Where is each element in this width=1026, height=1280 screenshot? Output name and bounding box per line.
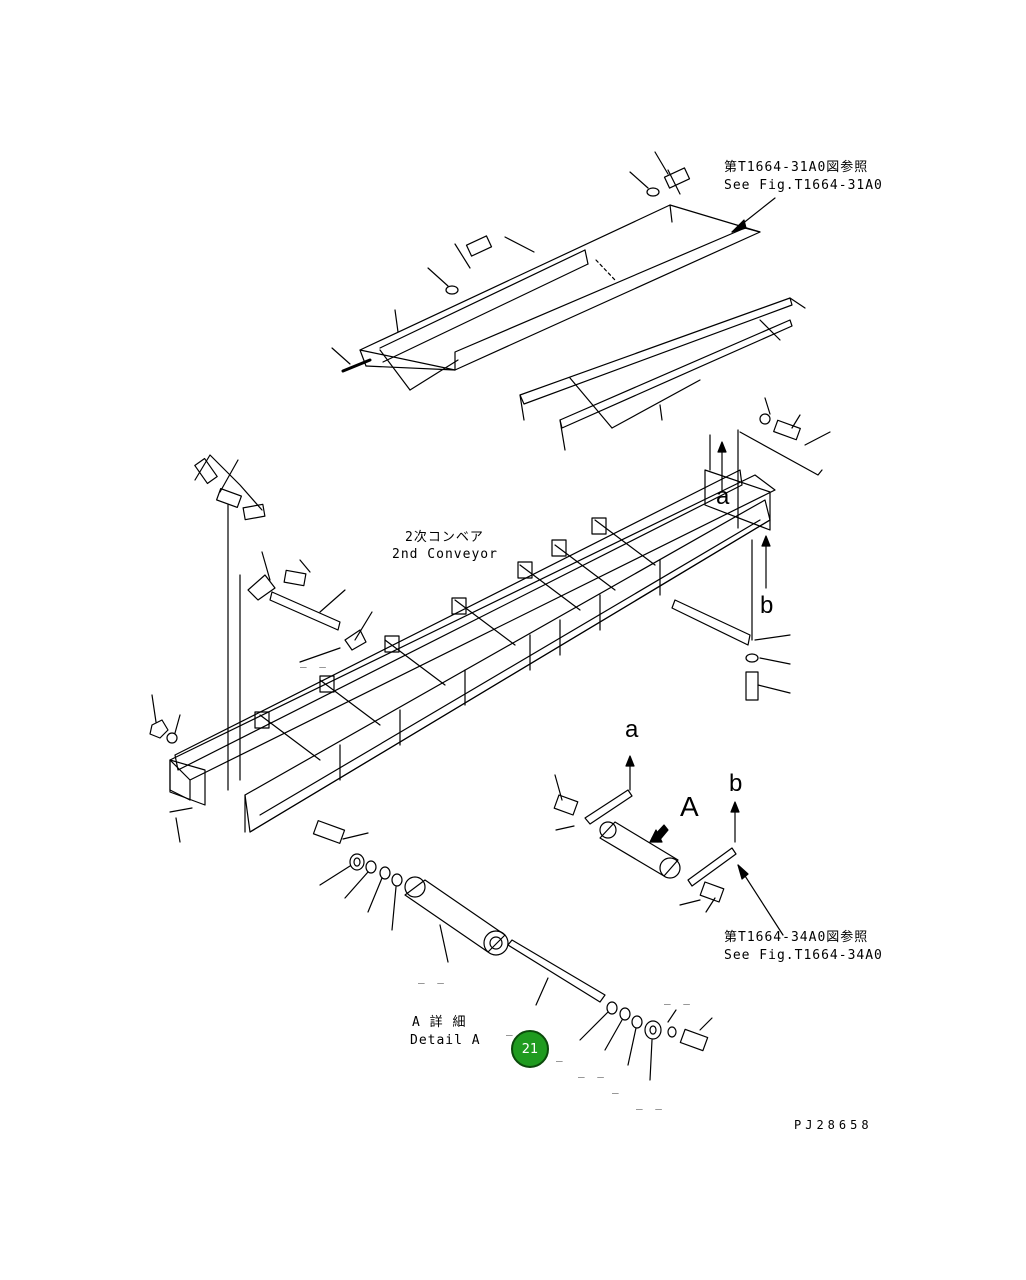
ref-bottom-en: See Fig.T1664-34A0: [724, 948, 883, 963]
washer-icon: [606, 1001, 618, 1015]
callout-badge-21[interactable]: 21: [511, 1030, 549, 1068]
dash-mark: _ _: [300, 655, 329, 668]
detail-label-jp: A 詳 細: [412, 1015, 467, 1030]
bolt-icon: [699, 881, 725, 903]
dash-mark: _ _: [578, 1065, 607, 1078]
bolt-icon: [553, 794, 579, 816]
main-conveyor-frame: [149, 397, 831, 843]
washer-icon: [166, 732, 178, 744]
washer-icon: [379, 866, 391, 880]
side-skirt-rails: [519, 297, 806, 451]
dash-mark: _ _: [636, 1097, 665, 1110]
assembly-label-en: 2nd Conveyor: [392, 547, 498, 562]
washer-icon: [391, 873, 403, 887]
dash-mark: _: [506, 1023, 516, 1036]
detail-a-assembly: [312, 755, 784, 1081]
view-letter-b-top: b: [760, 592, 774, 619]
washer-icon: [365, 860, 377, 874]
washer-icon: [349, 853, 365, 871]
hopper-cover: [331, 151, 776, 391]
washer-icon: [644, 1020, 662, 1040]
washer-icon: [445, 285, 459, 295]
washer-icon: [619, 1007, 631, 1021]
bolt-icon: [745, 671, 759, 701]
bolt-icon: [663, 167, 691, 195]
view-letter-a-top: a: [716, 483, 730, 510]
view-letter-A: A: [680, 791, 699, 822]
washer-icon: [631, 1015, 643, 1029]
drum-roller-icon: [404, 876, 509, 956]
pin-icon: [341, 358, 372, 373]
bolt-icon: [312, 820, 346, 844]
view-letter-b-detail: b: [729, 770, 743, 797]
drawing-code: PJ28658: [794, 1118, 873, 1132]
dash-mark: _: [612, 1081, 622, 1094]
view-letter-a-detail: a: [625, 716, 639, 743]
dash-mark: _ _: [664, 992, 693, 1005]
dash-mark: _: [556, 1049, 566, 1062]
washer-icon: [759, 413, 771, 425]
washer-icon: [745, 653, 759, 663]
bolt-icon: [679, 1028, 709, 1052]
nut-icon: [149, 719, 169, 739]
washer-icon: [646, 187, 660, 197]
bolt-icon: [465, 235, 493, 257]
dash-mark: _ _: [418, 971, 447, 984]
roller-icon: [194, 457, 266, 521]
ref-top-en: See Fig.T1664-31A0: [724, 178, 883, 193]
washer-icon: [667, 1026, 677, 1038]
bolt-icon: [773, 419, 801, 441]
ref-bottom-jp: 第T1664-34A0図参照: [724, 930, 869, 945]
ref-top-jp: 第T1664-31A0図参照: [724, 160, 869, 175]
drum-roller-icon: [599, 821, 681, 879]
assembly-label-jp: 2次コンベア: [405, 530, 484, 545]
detail-label-en: Detail A: [410, 1033, 481, 1048]
